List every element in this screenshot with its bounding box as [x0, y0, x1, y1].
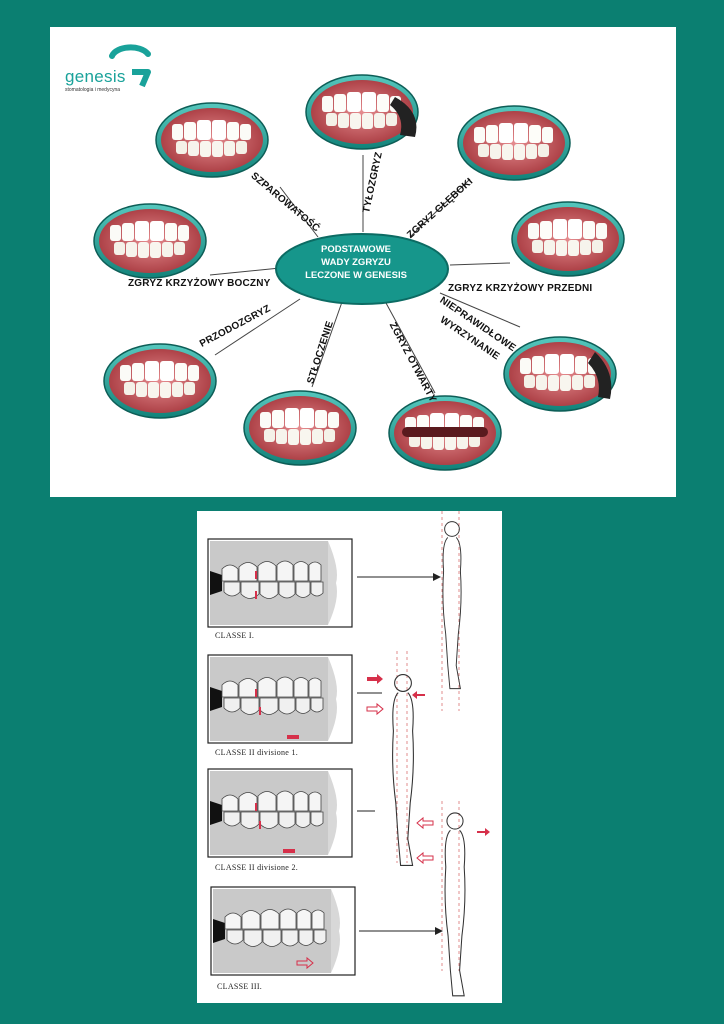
- class-i-posture-image: [442, 521, 462, 690]
- teeth-przodozgryz-image: [103, 343, 217, 419]
- red-arrow-icon: [416, 816, 434, 830]
- brand-tagline: stomatologia i medycyna: [65, 87, 121, 93]
- open-bite-gap: [402, 427, 488, 437]
- center-line-1: PODSTAWOWE: [320, 244, 392, 255]
- class-i-jaw-image: [207, 538, 353, 628]
- class-ii-div1-label: CLASSE II divisione 1.: [215, 748, 299, 757]
- angle-classes-diagram: [207, 511, 490, 997]
- connector-lines: [209, 155, 521, 394]
- genesis-logo-icon: [109, 44, 151, 88]
- teeth-krzyzowy-boczny-image: [93, 203, 207, 279]
- red-arrow-icon: [367, 674, 383, 684]
- malocclusion-types-panel: genesis stomatologia i medycyna: [50, 27, 676, 497]
- class-ii-div1-posture-image: [392, 674, 414, 866]
- teeth-zgryz-gleboki-image: [457, 105, 571, 181]
- red-arrow-icon: [412, 691, 425, 699]
- red-arrow-icon: [416, 851, 434, 865]
- shadow-accent: [390, 97, 417, 137]
- red-arrow-icon: [296, 956, 314, 970]
- center-title: PODSTAWOWE WADY ZGRYZU LECZONE W GENESIS: [272, 243, 440, 282]
- center-ellipse: [275, 233, 449, 305]
- center-line-3: LECZONE W GENESIS: [305, 270, 407, 281]
- shadow-accent: [588, 352, 612, 399]
- class-ii-div2-label: CLASSE II divisione 2.: [215, 863, 299, 872]
- jaw-markers: [255, 571, 299, 853]
- class-ii-div2-posture-image: [444, 812, 466, 997]
- class-ii-div2-jaw-image: [207, 768, 353, 858]
- arrow-head-icon: [435, 927, 443, 935]
- class-iii-label: CLASSE III.: [217, 982, 263, 991]
- teeth-szparowatosc-image: [155, 102, 269, 178]
- class-i-label: CLASSE I.: [215, 631, 255, 640]
- red-arrow-icon: [477, 828, 490, 836]
- class-ii-div1-jaw-image: [207, 654, 353, 744]
- teeth-diagram: [93, 74, 625, 471]
- angle-classes-panel: CLASSE I. CLASSE II divisione 1. CLASSE …: [197, 511, 502, 1003]
- red-arrow-icon: [366, 702, 384, 716]
- center-line-2: WADY ZGRYZU: [321, 257, 391, 268]
- brand-name: genesis: [65, 67, 126, 86]
- label-krzyzowy-przedni: ZGRYZ KRZYŻOWY PRZEDNI: [448, 283, 593, 294]
- teeth-krzyzowy-przedni-image: [511, 201, 625, 277]
- class-iii-jaw-image: [210, 886, 356, 976]
- teeth-stloczenie-image: [243, 390, 357, 466]
- label-krzyzowy-boczny: ZGRYZ KRZYŻOWY BOCZNY: [128, 278, 271, 289]
- arrow-head-icon: [433, 573, 441, 581]
